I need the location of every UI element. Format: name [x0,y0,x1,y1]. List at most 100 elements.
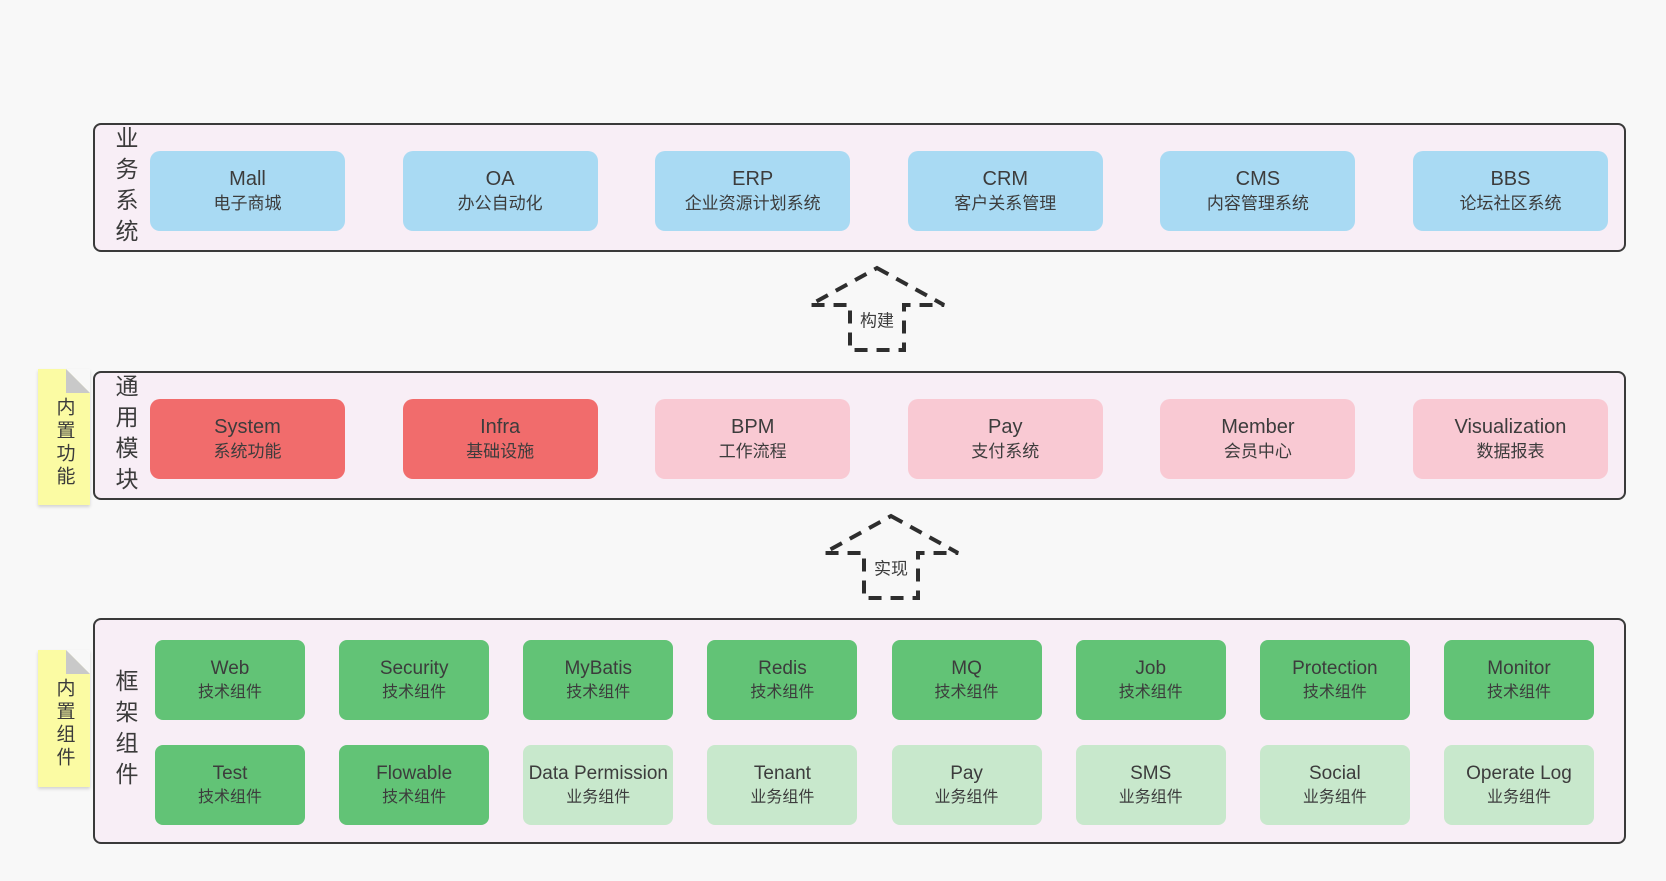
box-subtitle: 工作流程 [718,441,787,461]
box-title: Redis [758,657,807,679]
box-title: Flowable [376,762,453,784]
box-title: System [214,415,281,438]
box-title: Job [1135,657,1167,679]
layer-framework-components-label: 框架组件 [112,669,138,793]
box-title: Mall [229,167,266,190]
layer-business-systems-label: 业务系统 [112,125,138,250]
box-subtitle: 技术组件 [566,683,631,701]
box-title: Member [1221,415,1295,438]
box-subtitle: 技术组件 [382,683,447,701]
box-subtitle: 支付系统 [971,441,1040,461]
box-subtitle: 技术组件 [197,683,262,701]
layer-common-modules: 通用模块 System 系统功能 Infra 基础设施 BPM 工作流程 Pay 支付系统 Me… [93,371,1626,500]
box-title: Visualization [1454,415,1567,438]
implement-arrow: 实现 [821,513,961,601]
layer-common-modules-label: 通用模块 [112,373,138,498]
box-subtitle: 技术组件 [382,788,447,806]
box-subtitle: 企业资源计划系统 [684,193,821,213]
box-operate-log: Operate Log 业务组件 [1443,745,1594,825]
box-title: Infra [480,415,521,438]
box-title: Pay [950,762,983,784]
box-bbs: BBS 论坛社区系统 [1412,151,1608,231]
box-subtitle: 技术组件 [1302,683,1367,701]
business-systems-box-row: Mall 电子商城 OA 办公自动化 ERP 企业资源计划系统 CRM 客户关系管理 CMS 内容… [150,151,1608,231]
dashed-up-arrow-icon [823,513,959,600]
box-system: System 系统功能 [150,399,345,479]
box-crm: CRM 客户关系管理 [907,151,1103,231]
box-subtitle: 内容管理系统 [1206,193,1309,213]
box-title: Tenant [753,762,811,784]
box-subtitle: 业务组件 [1302,788,1367,806]
box-title: CRM [982,167,1029,190]
box-title: Security [379,657,449,679]
sticky-note-builtin-features: 内置功能 [38,369,90,505]
box-subtitle: 系统功能 [213,441,282,461]
box-data-permission: Data Permission 业务组件 [523,745,674,825]
box-subtitle: 基础设施 [466,441,535,461]
box-job: Job 技术组件 [1075,640,1226,720]
build-arrow: 构建 [807,265,947,353]
box-oa: OA 办公自动化 [402,151,598,231]
layer-business-systems: 业务系统 Mall 电子商城 OA 办公自动化 ERP 企业资源计划系统 CRM 客户关系管理… [93,123,1626,252]
box-flowable: Flowable 技术组件 [339,745,490,825]
box-test: Test 技术组件 [155,745,305,825]
box-protection: Protection 技术组件 [1259,640,1410,720]
box-member: Member 会员中心 [1160,399,1356,479]
box-subtitle: 会员中心 [1223,441,1292,461]
box-title: BPM [731,415,775,438]
box-title: Operate Log [1466,762,1572,784]
box-title: SMS [1130,762,1172,784]
box-title: ERP [732,167,774,190]
box-subtitle: 论坛社区系统 [1459,193,1562,213]
box-mybatis: MyBatis 技术组件 [523,640,674,720]
box-title: Pay [988,415,1023,438]
box-security: Security 技术组件 [339,640,490,720]
box-subtitle: 业务组件 [1486,788,1551,806]
sticky-note-builtin-components: 内置组件 [38,650,90,787]
box-title: Social [1308,762,1361,784]
box-title: Test [212,762,248,784]
box-subtitle: 技术组件 [197,788,262,806]
box-subtitle: 数据报表 [1476,441,1545,461]
box-title: MyBatis [564,657,633,679]
box-erp: ERP 企业资源计划系统 [655,151,851,231]
box-pay: Pay 业务组件 [891,745,1042,825]
box-title: Monitor [1487,657,1551,679]
build-arrow-label: 构建 [856,305,898,333]
box-web: Web 技术组件 [155,640,305,720]
box-title: BBS [1490,167,1531,190]
implement-arrow-label: 实现 [870,553,912,581]
box-subtitle: 业务组件 [750,788,815,806]
box-subtitle: 电子商城 [213,193,282,213]
box-title: CMS [1235,167,1281,190]
box-title: MQ [951,657,982,679]
box-subtitle: 办公自动化 [457,193,543,213]
box-title: Web [210,657,250,679]
box-subtitle: 技术组件 [1118,683,1183,701]
box-title: OA [485,167,515,190]
box-mall: Mall 电子商城 [150,151,345,231]
box-subtitle: 业务组件 [566,788,631,806]
box-subtitle: 技术组件 [750,683,815,701]
box-pay: Pay 支付系统 [907,399,1103,479]
box-subtitle: 客户关系管理 [954,193,1057,213]
box-sms: SMS 业务组件 [1075,745,1226,825]
box-tenant: Tenant 业务组件 [707,745,858,825]
sticky-note-builtin-components-label: 内置组件 [53,678,75,770]
common-modules-box-row: System 系统功能 Infra 基础设施 BPM 工作流程 Pay 支付系统 Member 会… [150,399,1608,479]
box-bpm: BPM 工作流程 [655,399,851,479]
box-subtitle: 业务组件 [934,788,999,806]
box-cms: CMS 内容管理系统 [1160,151,1356,231]
box-infra: Infra 基础设施 [402,399,598,479]
box-title: Protection [1292,657,1378,679]
box-visualization: Visualization 数据报表 [1412,399,1608,479]
box-redis: Redis 技术组件 [707,640,858,720]
box-social: Social 业务组件 [1259,745,1410,825]
box-subtitle: 业务组件 [1118,788,1183,806]
box-title: Data Permission [528,762,668,784]
